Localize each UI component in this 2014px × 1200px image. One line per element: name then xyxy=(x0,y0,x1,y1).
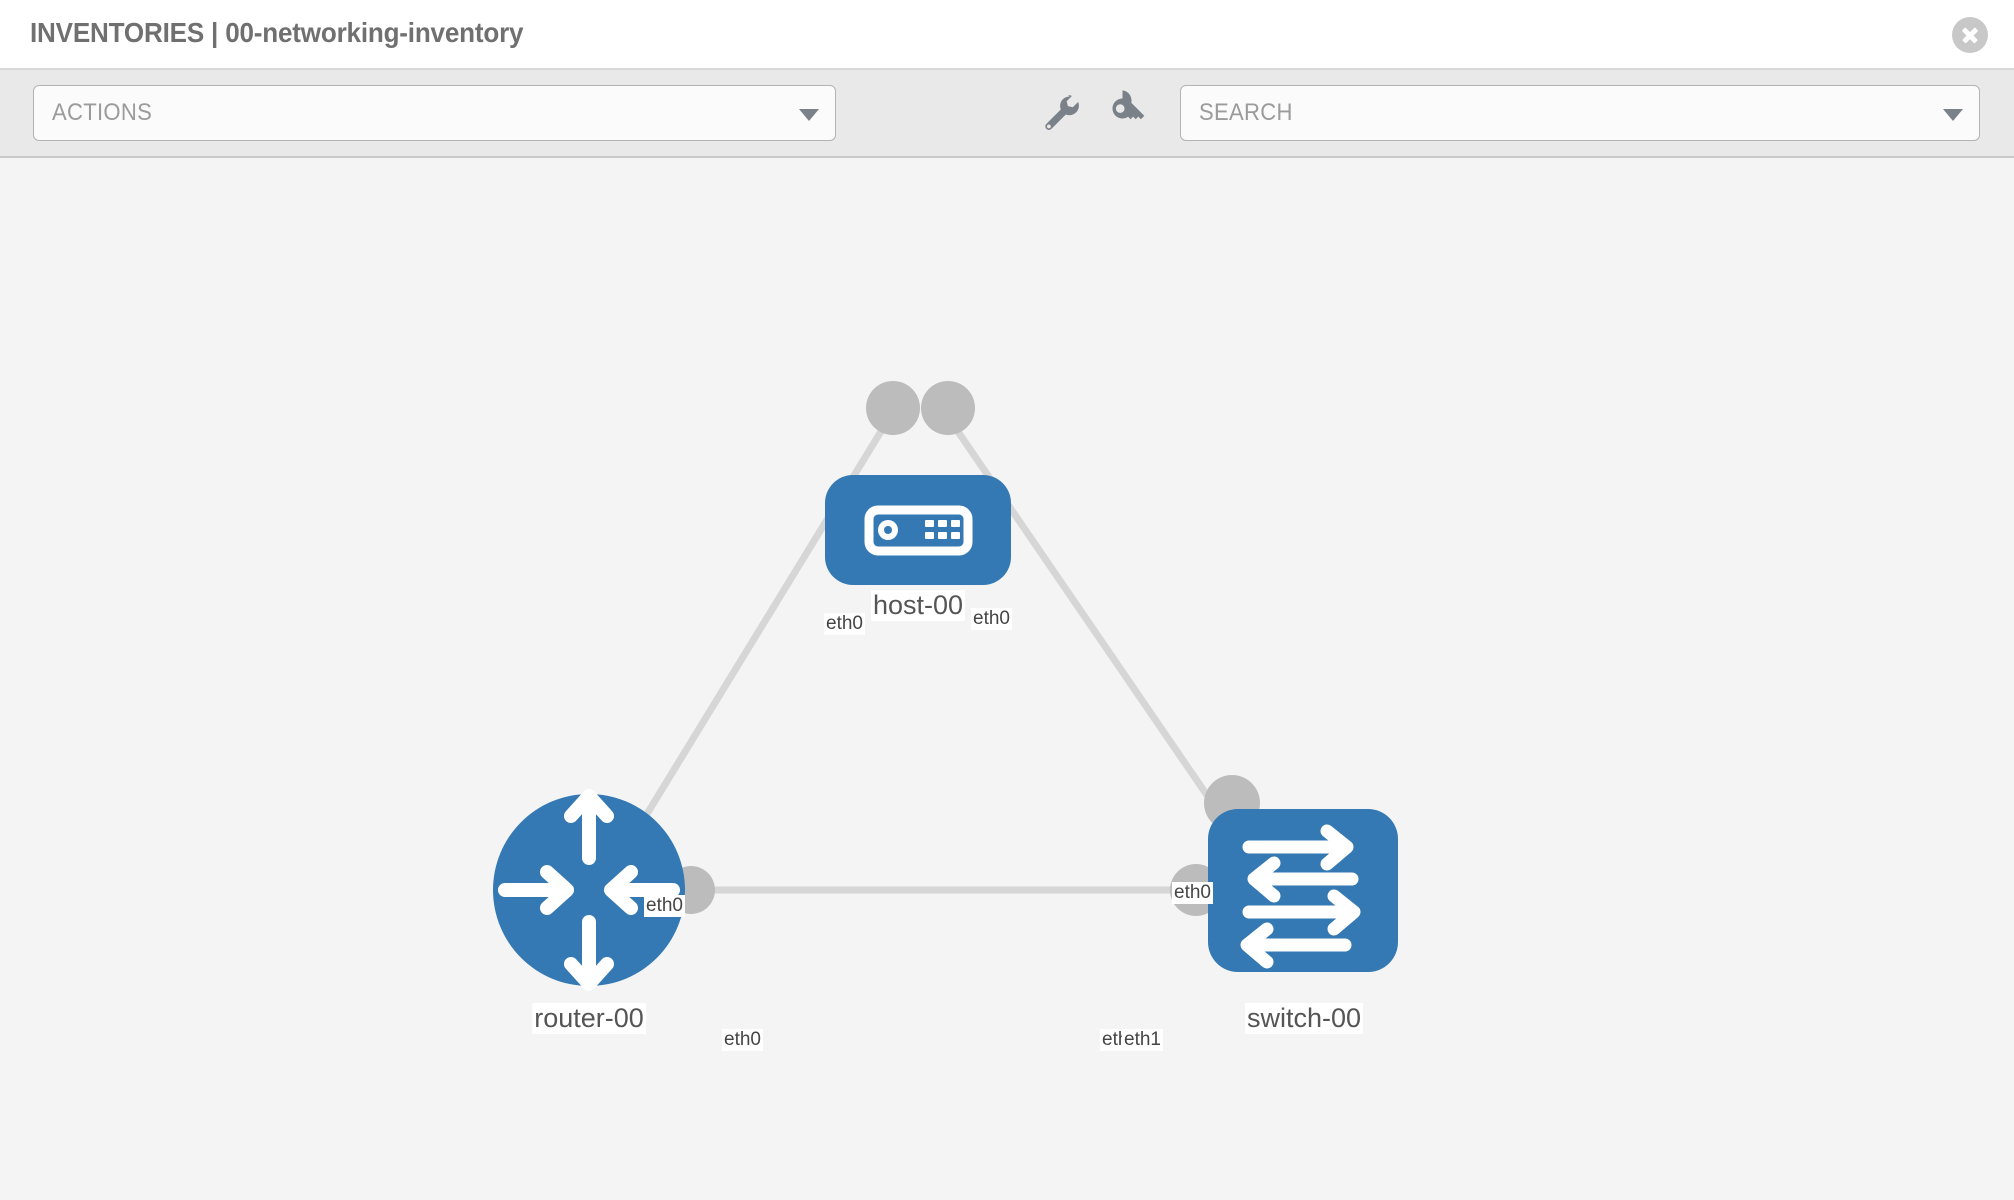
node-switch-00 xyxy=(1208,809,1398,972)
iface-host00-right xyxy=(921,381,975,435)
actions-dropdown[interactable]: ACTIONS xyxy=(33,85,836,141)
close-icon[interactable] xyxy=(1952,17,1988,53)
node-label-host-00: host-00 xyxy=(870,590,966,621)
chevron-down-icon xyxy=(799,109,819,121)
node-host-00 xyxy=(825,475,1011,585)
search-input[interactable]: SEARCH xyxy=(1180,85,1980,141)
actions-dropdown-label: ACTIONS xyxy=(52,99,153,126)
toolbar: ACTIONS SEARCH xyxy=(0,70,2014,158)
topology-graph xyxy=(493,381,1398,991)
wrench-icon[interactable] xyxy=(1038,90,1084,136)
router-arrows-icon xyxy=(498,789,680,991)
topology-canvas[interactable]: host-00 router-00 switch-00 eth0 eth0 et… xyxy=(0,158,2014,1200)
iface-label-router00-east: eth0 xyxy=(722,1029,763,1051)
interfaces-layer xyxy=(667,381,1260,916)
page-title: INVENTORIES | 00-networking-inventory xyxy=(30,17,524,48)
server-appliance-icon xyxy=(864,505,973,556)
iface-label-switch00-north: eth0 xyxy=(1172,882,1213,904)
node-label-router-00: router-00 xyxy=(532,1003,646,1034)
node-label-switch-00: switch-00 xyxy=(1244,1003,1364,1034)
iface-label-host00-right: eth0 xyxy=(971,608,1012,630)
iface-label-router00-north: eth0 xyxy=(644,895,685,917)
chevron-down-icon xyxy=(1943,109,1963,121)
page-header: INVENTORIES | 00-networking-inventory xyxy=(0,0,2014,70)
switch-arrows-icon xyxy=(1240,824,1361,969)
iface-host00-left xyxy=(866,381,920,435)
iface-label-switch00-west: eth1 xyxy=(1122,1029,1163,1051)
search-placeholder: SEARCH xyxy=(1199,99,1293,126)
iface-label-host00-left: eth0 xyxy=(824,613,865,635)
key-icon[interactable] xyxy=(1105,90,1151,136)
node-router-00 xyxy=(493,789,685,991)
